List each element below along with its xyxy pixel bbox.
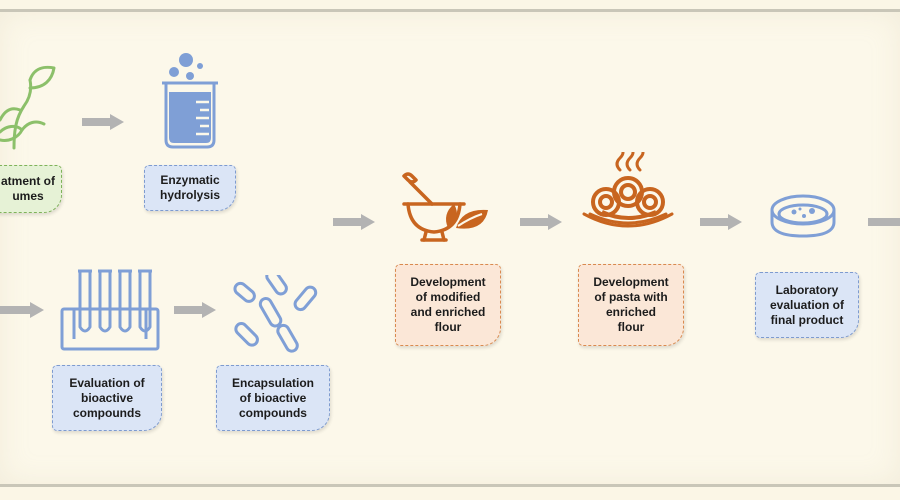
step-pasta-enriched-flour: Development of pasta with enriched flour — [578, 264, 684, 346]
sprout-icon — [0, 65, 56, 150]
arrow-right-icon — [700, 214, 742, 230]
step-laboratory-evaluation: Laboratory evaluation of final product — [755, 272, 859, 338]
mortar-pestle-icon — [402, 172, 488, 242]
step-encapsulation-bioactive: Encapsulation of bioactive compounds — [216, 365, 330, 431]
petri-dish-icon — [770, 194, 836, 238]
pasta-plate-icon — [582, 152, 674, 228]
beaker-icon — [162, 53, 218, 149]
step-evaluation-bioactive: Evaluation of bioactive compounds — [52, 365, 162, 431]
step-pretreatment: atment of umes — [0, 165, 62, 213]
step-modified-enriched-flour: Development of modified and enriched flo… — [395, 264, 501, 346]
step-enzymatic-hydrolysis: Enzymatic hydrolysis — [144, 165, 236, 211]
capsules-icon — [233, 275, 318, 353]
arrow-right-icon — [174, 302, 216, 318]
arrow-right-icon — [868, 218, 900, 226]
arrow-right-icon — [520, 214, 562, 230]
arrow-right-icon — [333, 214, 375, 230]
arrow-right-icon — [0, 302, 44, 318]
arrow-right-icon — [82, 114, 124, 130]
test-tubes-icon — [60, 269, 160, 351]
